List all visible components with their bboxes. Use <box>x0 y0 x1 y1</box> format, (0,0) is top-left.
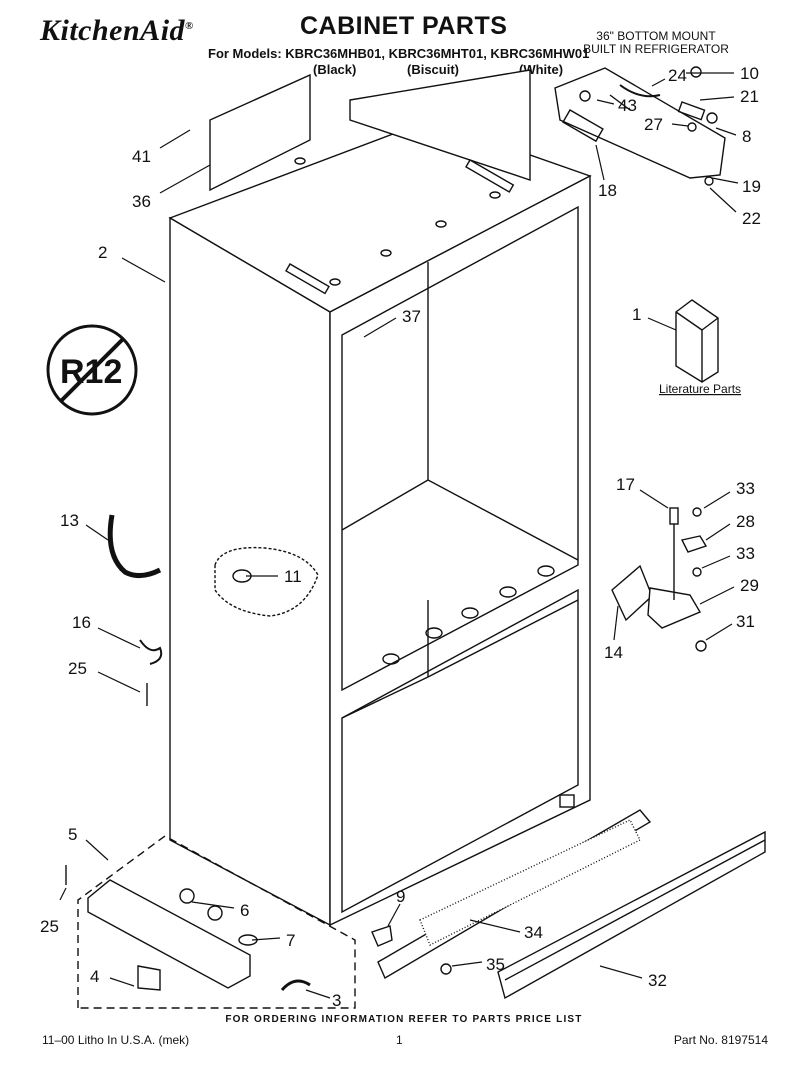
callout-14: 14 <box>604 643 623 662</box>
callout-13: 13 <box>60 511 79 530</box>
literature-parts <box>675 299 719 383</box>
callout-22: 22 <box>742 209 761 228</box>
callouts: 10 24 21 43 27 8 18 19 22 41 36 2 37 1 1… <box>40 64 761 1010</box>
callout-32: 32 <box>648 971 667 990</box>
no-r12-icon: R12 <box>46 324 138 416</box>
hinge-assembly-top <box>554 66 726 186</box>
callout-34: 34 <box>524 923 543 942</box>
product-type-caption: 36" BOTTOM MOUNT BUILT IN REFRIGERATOR <box>583 29 729 56</box>
ordering-note: FOR ORDERING INFORMATION REFER TO PARTS … <box>225 1014 583 1025</box>
kitchenaid-logo: KitchenAid® <box>40 14 194 47</box>
callout-31: 31 <box>736 612 755 631</box>
literature-parts-label: Literature Parts <box>659 382 741 396</box>
callout-6: 6 <box>240 901 249 920</box>
callout-27: 27 <box>644 115 663 134</box>
part-number: Part No. 8197514 <box>673 1033 768 1047</box>
hinge-assembly-bottom <box>65 835 356 1009</box>
clip-part-16 <box>139 639 163 665</box>
variant-biscuit: (Biscuit) <box>407 62 459 77</box>
callout-33-upper: 33 <box>736 479 755 498</box>
callout-25-bottom: 25 <box>40 917 59 936</box>
callout-25-left: 25 <box>68 659 87 678</box>
callout-5: 5 <box>68 825 77 844</box>
callout-28: 28 <box>736 512 755 531</box>
callout-9: 9 <box>396 887 405 906</box>
callout-36: 36 <box>132 192 151 211</box>
page-title: CABINET PARTS <box>300 12 508 40</box>
callout-4: 4 <box>90 967 99 986</box>
cabinet-body <box>168 69 592 927</box>
print-info: 11–00 Litho In U.S.A. (mek) <box>42 1033 190 1047</box>
callout-16: 16 <box>72 613 91 632</box>
callout-35: 35 <box>486 955 505 974</box>
callout-7: 7 <box>286 931 295 950</box>
variant-black: (Black) <box>313 62 357 77</box>
model-list: For Models: KBRC36MHB01, KBRC36MHT01, KB… <box>208 46 590 61</box>
callout-37: 37 <box>402 307 421 326</box>
callout-41: 41 <box>132 147 151 166</box>
hinge-assembly-center <box>611 507 708 652</box>
callout-17: 17 <box>616 475 635 494</box>
callout-8: 8 <box>742 127 751 146</box>
kick-plate-assembly <box>371 809 766 1000</box>
callout-11: 11 <box>284 567 302 586</box>
callout-21: 21 <box>740 87 759 106</box>
callout-33-lower: 33 <box>736 544 755 563</box>
callout-29: 29 <box>740 576 759 595</box>
callout-2: 2 <box>98 243 107 262</box>
callout-19: 19 <box>742 177 761 196</box>
callout-18: 18 <box>598 181 617 200</box>
callout-10: 10 <box>740 64 759 83</box>
callout-3: 3 <box>332 991 341 1010</box>
insulation-cutaway <box>214 546 319 617</box>
callout-43: 43 <box>618 96 637 115</box>
callout-1: 1 <box>632 305 641 324</box>
page-number: 1 <box>396 1033 403 1047</box>
callout-24: 24 <box>668 66 687 85</box>
tube-part-13 <box>107 514 162 578</box>
